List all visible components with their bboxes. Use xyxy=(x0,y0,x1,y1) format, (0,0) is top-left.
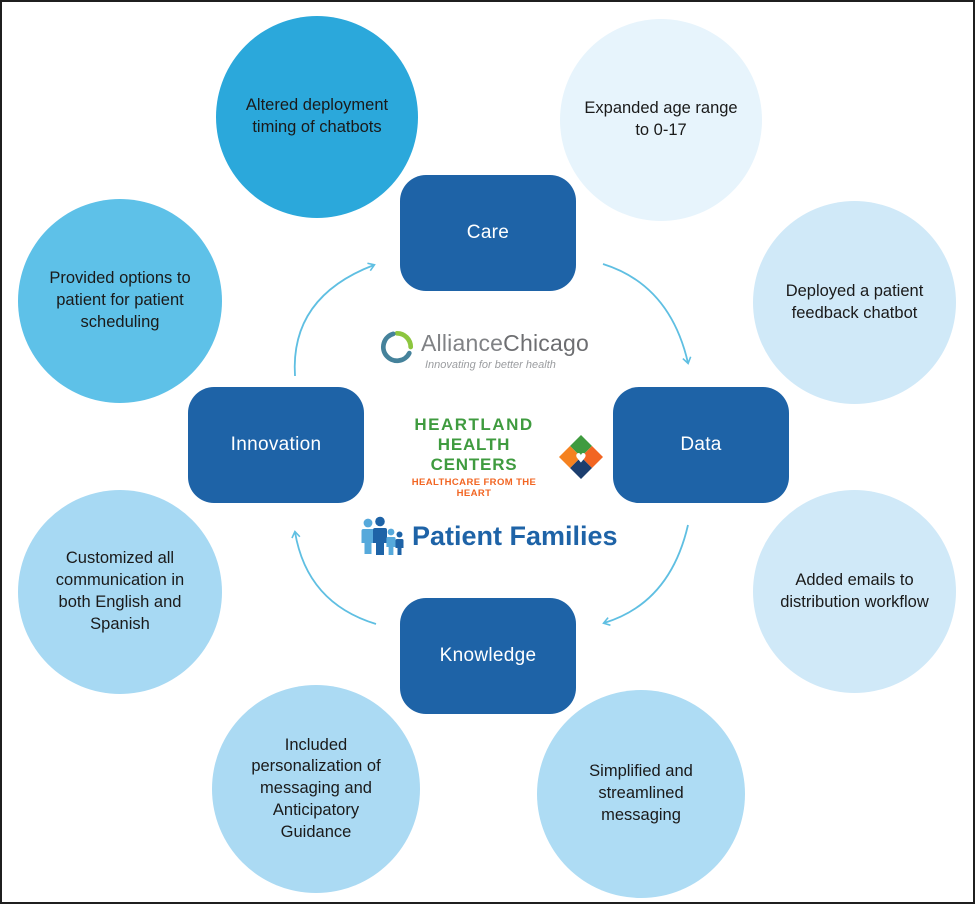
node-label: Knowledge xyxy=(439,645,537,666)
bubble-text: Altered deployment timing of chatbots xyxy=(245,96,389,136)
bubble-altered-deployment: Altered deployment timing of chatbots xyxy=(216,16,418,218)
bubble-text: Simplified and streamlined messaging xyxy=(589,762,693,824)
bubble-text: Deployed a patient feedback chatbot xyxy=(785,281,924,322)
arrow-care-to-data xyxy=(602,263,692,365)
family-icon xyxy=(360,516,404,556)
heartland-line-1: HEARTLAND xyxy=(414,415,534,434)
bubble-expanded-age: Expanded age range to 0-17 xyxy=(560,19,762,221)
arrow-innovation-to-care xyxy=(293,262,376,377)
bubble-text: Expanded age range to 0-17 xyxy=(584,99,738,139)
alliance-word-1: Alliance xyxy=(421,330,504,356)
bubble-provided-options: Provided options to patient for patient … xyxy=(18,199,222,403)
heartland-line-2: HEALTH CENTERS xyxy=(430,435,518,474)
node-knowledge: Knowledge xyxy=(400,598,576,714)
patient-families-label: Patient Families xyxy=(412,520,618,551)
patient-families: Patient Families xyxy=(360,516,618,556)
heartland-line-3: HEALTHCARE FROM THE HEART xyxy=(411,477,537,499)
alliance-swirl-icon xyxy=(380,330,414,364)
node-label: Innovation xyxy=(230,434,322,455)
bubble-text: Customized all communication in both Eng… xyxy=(55,549,185,633)
bubble-deployed-chatbot: Deployed a patient feedback chatbot xyxy=(753,201,956,404)
bubble-customized-communication: Customized all communication in both Eng… xyxy=(18,490,222,694)
node-label: Data xyxy=(680,434,722,455)
alliance-wordmark: AllianceChicago xyxy=(421,330,589,357)
bubble-simplified-messaging: Simplified and streamlined messaging xyxy=(537,690,745,898)
alliance-tagline: Innovating for better health xyxy=(425,359,556,371)
node-label: Care xyxy=(466,222,510,243)
svg-text:♥: ♥ xyxy=(575,452,587,467)
heartland-health-centers-logo: HEARTLAND HEALTH CENTERS HEALTHCARE FROM… xyxy=(398,415,604,499)
heartland-diamond-icon: ♥ xyxy=(558,434,604,480)
bubble-text: Added emails to distribution workflow xyxy=(780,570,929,611)
alliance-word-2: Chicago xyxy=(503,330,589,356)
bubble-added-emails: Added emails to distribution workflow xyxy=(753,490,956,693)
node-data: Data xyxy=(613,387,789,503)
bubble-text: Included personalization of messaging an… xyxy=(251,735,381,841)
alliance-chicago-logo: AllianceChicago Innovating for better he… xyxy=(380,330,589,371)
node-care: Care xyxy=(400,175,576,291)
node-innovation: Innovation xyxy=(188,387,364,503)
bubble-included-personalization: Included personalization of messaging an… xyxy=(212,685,420,893)
bubble-text: Provided options to patient for patient … xyxy=(49,269,191,331)
